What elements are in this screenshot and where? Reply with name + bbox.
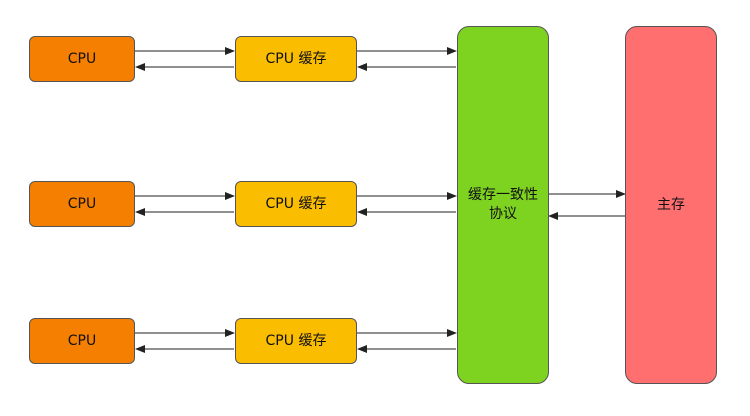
- cpu-cache-node-2: CPU 缓存: [235, 181, 357, 227]
- cache-label: CPU 缓存: [265, 50, 327, 67]
- cpu-node-2: CPU: [29, 181, 135, 227]
- cpu-label: CPU: [67, 50, 97, 67]
- cpu-cache-node-3: CPU 缓存: [235, 318, 357, 364]
- main-memory-node: 主存: [625, 26, 717, 384]
- cache-label: CPU 缓存: [265, 332, 327, 349]
- memory-label: 主存: [657, 196, 685, 213]
- coherence-label-line1: 缓存一致性: [468, 187, 538, 204]
- cpu-cache-node-1: CPU 缓存: [235, 36, 357, 82]
- cache-coherence-protocol-node: 缓存一致性 协议: [457, 26, 549, 384]
- cpu-label: CPU: [67, 195, 97, 212]
- coherence-label-line2: 协议: [489, 206, 517, 222]
- cpu-label: CPU: [67, 332, 97, 349]
- cpu-node-1: CPU: [29, 36, 135, 82]
- cache-label: CPU 缓存: [265, 195, 327, 212]
- cpu-node-3: CPU: [29, 318, 135, 364]
